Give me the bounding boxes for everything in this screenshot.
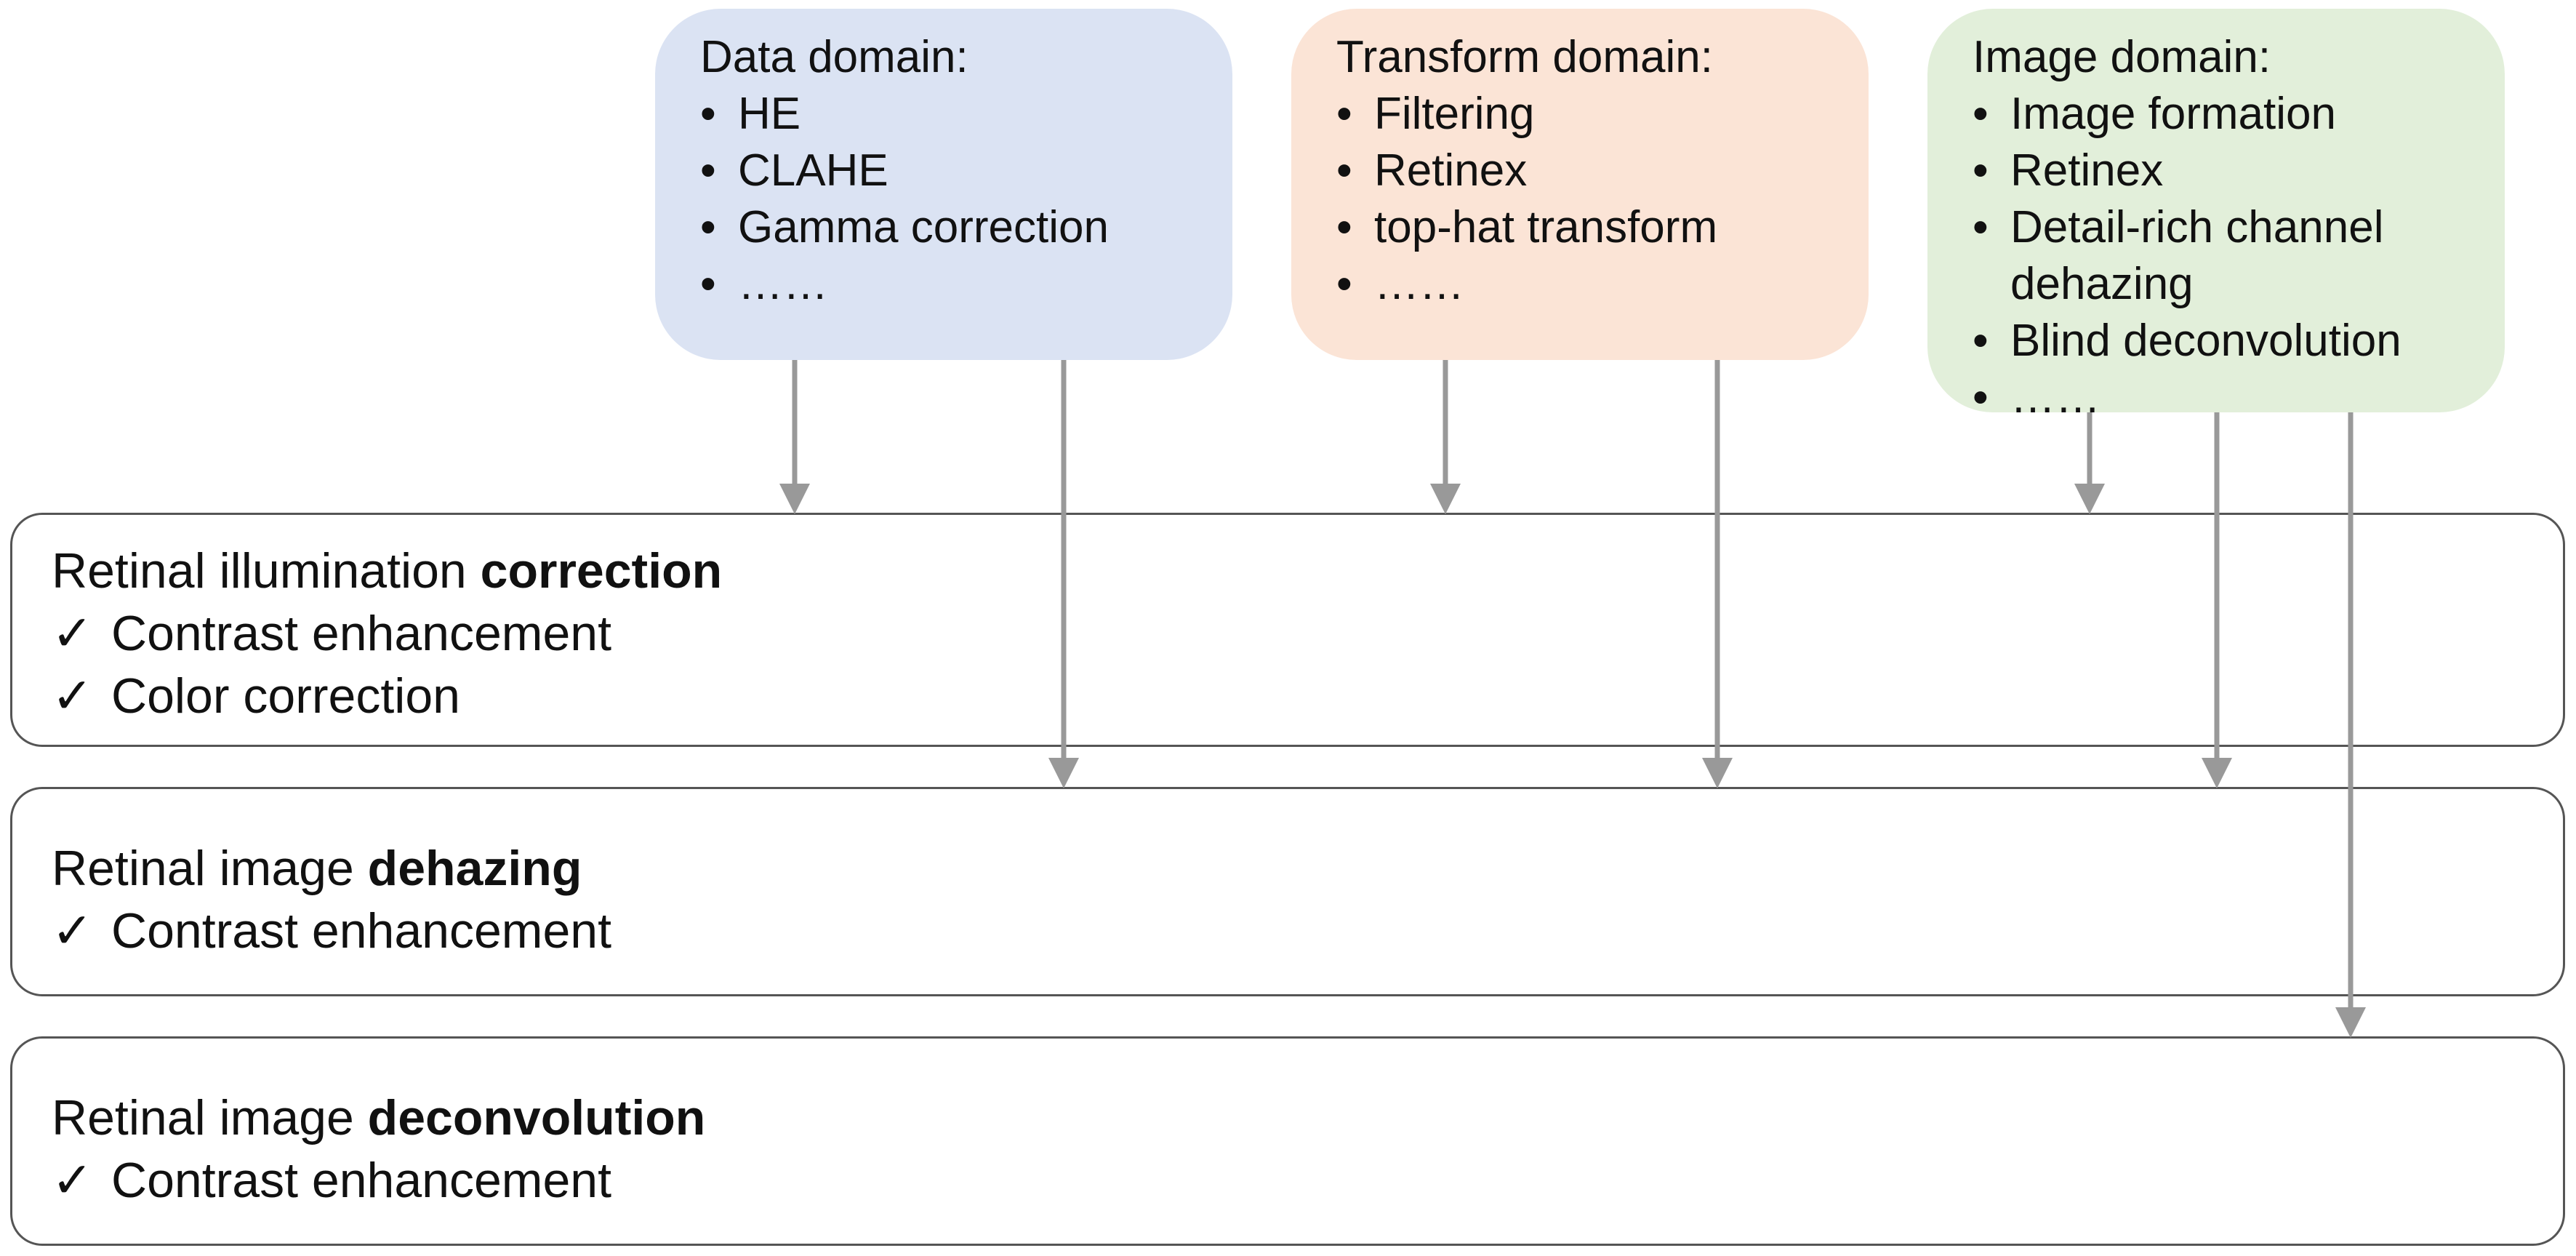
transform-domain-box: Transform domain: Filtering Retinex top-…	[1291, 9, 1869, 360]
panel-title: Retinal illumination correction	[52, 540, 2563, 602]
panel-title-prefix: Retinal illumination	[52, 543, 481, 599]
list-item: ……	[1336, 256, 1839, 313]
check-item-label: Contrast enhancement	[111, 903, 611, 959]
data-domain-title: Data domain:	[700, 32, 968, 82]
dehazing-panel: Retinal image dehazing ✓ Contrast enhance…	[10, 787, 2565, 996]
check-item: ✓ Color correction	[52, 665, 2563, 727]
data-domain-list: HE CLAHE Gamma correction ……	[700, 86, 1203, 313]
list-item: Retinex	[1336, 143, 1839, 199]
checkmark-icon: ✓	[52, 668, 93, 724]
list-item: top-hat transform	[1336, 199, 1839, 256]
check-item-label: Contrast enhancement	[111, 606, 611, 661]
deconvolution-panel: Retinal image deconvolution ✓ Contrast en…	[10, 1036, 2565, 1246]
list-item: HE	[700, 86, 1203, 143]
checkmark-icon: ✓	[52, 903, 93, 959]
list-item: Filtering	[1336, 86, 1839, 143]
list-item: ……	[700, 256, 1203, 313]
panel-title-bold: correction	[480, 543, 723, 599]
transform-domain-list: Filtering Retinex top-hat transform ……	[1336, 86, 1839, 313]
checkmark-icon: ✓	[52, 1153, 93, 1208]
check-item-label: Color correction	[111, 668, 460, 724]
list-item: Retinex	[1973, 143, 2476, 199]
image-domain-title: Image domain:	[1973, 32, 2271, 82]
illumination-correction-panel: Retinal illumination correction ✓ Contras…	[10, 513, 2565, 747]
list-item: Gamma correction	[700, 199, 1203, 256]
check-item: ✓ Contrast enhancement	[52, 900, 2563, 962]
panel-title-prefix: Retinal image	[52, 841, 368, 896]
image-domain-box: Image domain: Image formation Retinex De…	[1927, 9, 2505, 426]
transform-domain-title: Transform domain:	[1336, 32, 1713, 82]
panel-title-prefix: Retinal image	[52, 1090, 368, 1145]
list-item: Image formation	[1973, 86, 2476, 143]
panel-title: Retinal image dehazing	[52, 837, 2563, 900]
check-item-label: Contrast enhancement	[111, 1153, 611, 1208]
list-item: CLAHE	[700, 143, 1203, 199]
list-item: Blind deconvolution	[1973, 313, 2476, 369]
list-item: Detail-rich channel dehazing	[1973, 199, 2476, 313]
check-item: ✓ Contrast enhancement	[52, 602, 2563, 665]
checkmark-icon: ✓	[52, 606, 93, 661]
check-item: ✓ Contrast enhancement	[52, 1149, 2563, 1212]
data-domain-box: Data domain: HE CLAHE Gamma correction ……	[655, 9, 1232, 360]
panel-title-bold: dehazing	[367, 841, 582, 896]
image-domain-list: Image formation Retinex Detail-rich chan…	[1973, 86, 2476, 426]
panel-title: Retinal image deconvolution	[52, 1087, 2563, 1149]
list-item: ……	[1973, 369, 2476, 426]
panel-title-bold: deconvolution	[367, 1090, 706, 1145]
